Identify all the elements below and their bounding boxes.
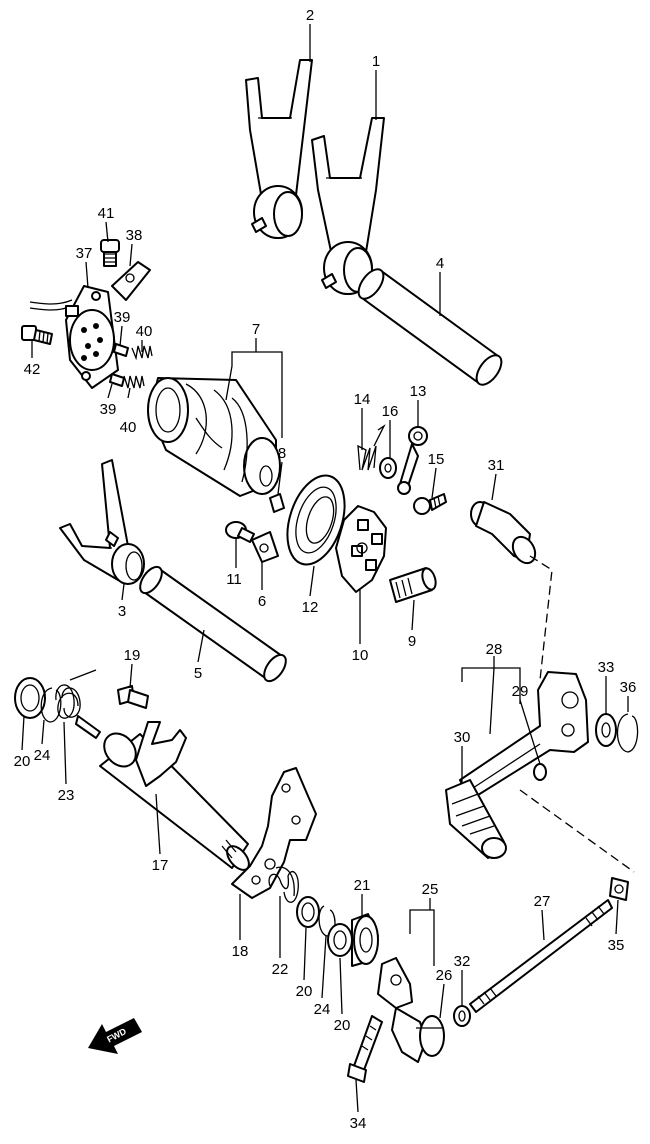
callout-33: 33	[598, 659, 615, 676]
callout-18: 18	[232, 943, 249, 960]
gearshift-arm-18	[231, 767, 317, 899]
bolt-15	[413, 493, 447, 515]
gasket-38	[111, 261, 151, 301]
footpeg-rubber-30	[445, 779, 507, 859]
callout-42: 42	[24, 361, 41, 378]
bolt-42	[21, 325, 53, 345]
cam-driven-gear-10	[335, 505, 387, 593]
callout-29: 29	[512, 683, 529, 700]
callout-labels: 2 1 41 38 37 4 39 40 7 42 39 40 14 16 13…	[14, 7, 637, 1132]
callout-20-mid: 20	[296, 983, 313, 1000]
cam-pin-8	[269, 493, 285, 513]
fork-shaft-4	[357, 268, 503, 386]
washer-33	[595, 713, 617, 747]
gear-position-switch-37	[29, 285, 119, 389]
fwd-arrow-icon: FWD	[88, 1018, 142, 1054]
pin-31	[470, 501, 537, 565]
callout-39-upper: 39	[114, 309, 131, 326]
screw-41	[100, 239, 120, 267]
fork-shaft-5	[139, 565, 287, 683]
callout-14: 14	[354, 391, 371, 408]
bolt-19	[117, 685, 149, 709]
callout-23: 23	[58, 787, 75, 804]
collar-21	[351, 913, 379, 967]
bolt-9	[389, 567, 437, 603]
spring-40-upper	[131, 345, 153, 361]
callout-4: 4	[436, 255, 444, 272]
callout-34: 34	[350, 1115, 367, 1132]
callout-41: 41	[98, 205, 115, 222]
callout-21: 21	[354, 877, 371, 894]
tie-rod-27	[469, 899, 613, 1013]
callout-35: 35	[608, 937, 625, 954]
callout-31: 31	[488, 457, 505, 474]
callout-25: 25	[422, 881, 439, 898]
callout-30: 30	[454, 729, 471, 746]
callout-1: 1	[372, 53, 380, 70]
return-spring-23	[55, 669, 101, 739]
callout-10: 10	[352, 647, 369, 664]
callout-6: 6	[258, 593, 266, 610]
spring-14	[357, 424, 386, 471]
callout-17: 17	[152, 857, 169, 874]
oil-seal-20-left	[14, 677, 46, 719]
callout-2: 2	[306, 7, 314, 24]
spring-40-lower	[123, 375, 145, 389]
spring-22	[268, 866, 299, 903]
callout-3: 3	[118, 603, 126, 620]
callout-19: 19	[124, 647, 141, 664]
callout-24-mid: 24	[314, 1001, 331, 1018]
callout-24-left: 24	[34, 747, 51, 764]
washer-16	[379, 457, 397, 479]
washer-20-mid	[296, 896, 320, 928]
leader-lines	[21, 24, 629, 1113]
washer-29	[533, 763, 547, 781]
callout-9: 9	[408, 633, 416, 650]
shift-fork-1	[311, 117, 385, 295]
callout-38: 38	[126, 227, 143, 244]
callout-40-upper: 40	[136, 323, 153, 340]
callout-5: 5	[194, 665, 202, 682]
callout-32: 32	[454, 953, 471, 970]
gearshift-lever-28	[459, 671, 589, 801]
stopper-arm-13	[397, 426, 428, 495]
callout-37: 37	[76, 245, 93, 262]
callout-36: 36	[620, 679, 637, 696]
shift-fork-2	[245, 59, 313, 239]
callout-28: 28	[486, 641, 503, 658]
callout-15: 15	[428, 451, 445, 468]
callout-27: 27	[534, 893, 551, 910]
neutral-pin-39-upper	[113, 343, 129, 357]
bolt-34	[347, 1015, 383, 1083]
neutral-pin-39-lower	[109, 373, 125, 387]
washer-20-right	[327, 923, 353, 957]
tie-rod-joint-25	[377, 957, 445, 1063]
nut-32	[453, 1005, 471, 1027]
stopper-plate-6	[251, 531, 279, 563]
circlip-36	[616, 713, 639, 753]
callout-40-lower: 40	[120, 419, 137, 436]
callout-20-left: 20	[14, 753, 31, 770]
bolt-11	[225, 521, 255, 543]
callout-39-lower: 39	[100, 401, 117, 418]
callout-16: 16	[382, 403, 399, 420]
callout-13: 13	[410, 383, 427, 400]
callout-12: 12	[302, 599, 319, 616]
callout-8: 8	[278, 445, 286, 462]
assembly-lines	[519, 555, 635, 873]
nut-35	[609, 877, 629, 901]
gearshift-cam-7	[147, 377, 281, 497]
callout-20-right: 20	[334, 1017, 351, 1034]
callout-22: 22	[272, 961, 289, 978]
shift-fork-3	[59, 459, 145, 585]
gearshift-shaft-17	[99, 721, 250, 871]
callout-26: 26	[436, 967, 453, 984]
callout-7: 7	[252, 321, 260, 338]
callout-11: 11	[226, 571, 242, 588]
